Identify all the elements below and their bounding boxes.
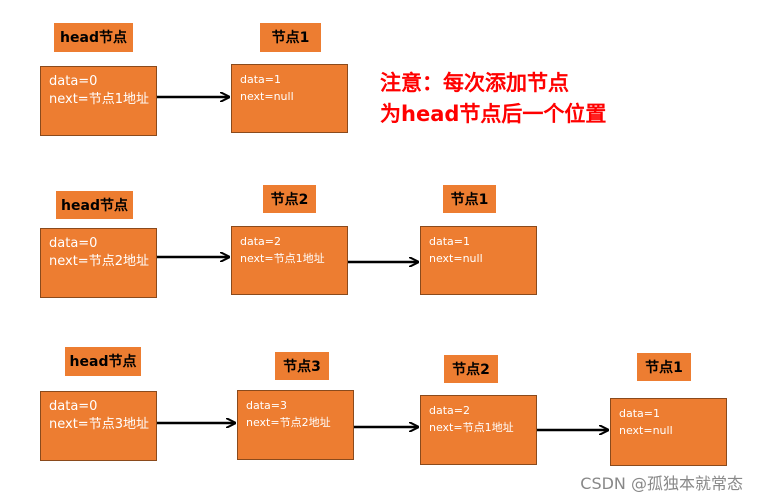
node-2-row2: data=2 next=节点1地址: [231, 226, 348, 295]
node-data: data=0: [49, 236, 98, 251]
node-next: next=节点1地址: [429, 421, 514, 434]
node-data: data=1: [240, 73, 281, 86]
node-data: data=1: [619, 407, 660, 420]
node-data: data=0: [49, 399, 98, 414]
node-head-row3: data=0 next=节点3地址: [40, 391, 157, 461]
node-1-row1: data=1 next=null: [231, 64, 348, 133]
label-node1-row2: 节点1: [443, 185, 496, 213]
node-2-row3: data=2 next=节点1地址: [420, 395, 537, 465]
node-next: next=null: [240, 90, 294, 103]
node-data: data=0: [49, 74, 98, 89]
node-next: next=节点2地址: [49, 254, 149, 269]
node-data: data=2: [429, 404, 470, 417]
watermark: CSDN @孤独本就常态: [580, 474, 743, 493]
node-next: next=null: [429, 252, 483, 265]
node-head-row1: data=0 next=节点1地址: [40, 66, 157, 136]
note-line2: 为head节点后一个位置: [380, 102, 607, 126]
node-3-row3: data=3 next=节点2地址: [237, 390, 354, 460]
label-node2-row3: 节点2: [444, 355, 498, 383]
label-head-row3: head节点: [65, 347, 141, 376]
node-next: next=节点1地址: [49, 92, 149, 107]
node-data: data=2: [240, 235, 281, 248]
label-node2-row2: 节点2: [263, 185, 316, 213]
node-data: data=3: [246, 399, 287, 412]
note-line1: 注意：每次添加节点: [380, 71, 569, 95]
node-next: next=节点1地址: [240, 252, 325, 265]
node-1-row3: data=1 next=null: [610, 398, 727, 466]
node-data: data=1: [429, 235, 470, 248]
label-head-row2: head节点: [56, 191, 133, 219]
node-next: next=节点2地址: [246, 416, 331, 429]
label-node1-row3: 节点1: [637, 353, 691, 381]
label-node3-row3: 节点3: [275, 352, 329, 380]
node-next: next=null: [619, 424, 673, 437]
label-head-row1: head节点: [54, 23, 133, 52]
label-node1-row1: 节点1: [260, 23, 321, 52]
node-next: next=节点3地址: [49, 417, 149, 432]
node-1-row2: data=1 next=null: [420, 226, 537, 295]
node-head-row2: data=0 next=节点2地址: [40, 228, 157, 298]
